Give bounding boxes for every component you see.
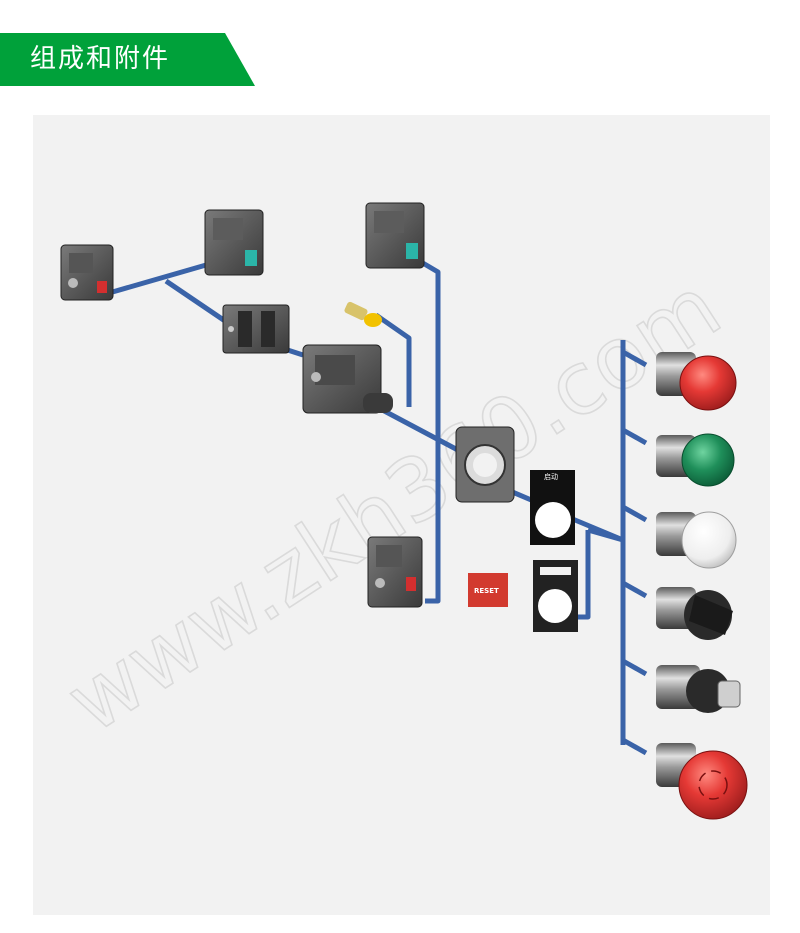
reset-legend-label: RESET	[468, 573, 508, 607]
reset-label-text: RESET	[474, 587, 499, 595]
pushbutton-red	[656, 352, 737, 411]
contact-block-no-top	[204, 209, 264, 276]
accessory-diagram-panel: www.zkh360.com	[33, 115, 770, 915]
legend-plate-frame	[533, 560, 578, 632]
section-header-tab: 组成和附件	[0, 33, 255, 86]
contact-block-nc-left	[60, 244, 114, 301]
contact-block-no-center	[365, 202, 425, 269]
led-bulb	[344, 301, 382, 327]
selector-switch	[656, 587, 733, 640]
plate-start-label: 启动	[544, 472, 558, 481]
light-block	[302, 344, 393, 414]
key-switch	[656, 665, 741, 713]
section-title: 组成和附件	[30, 44, 171, 74]
legend-plate-start: 启动	[530, 470, 575, 545]
pushbutton-white-illuminated	[656, 511, 737, 569]
connection-lines	[108, 256, 648, 756]
mounting-collar	[455, 426, 515, 503]
accessory-diagram: www.zkh360.com	[49, 202, 748, 820]
watermark-text: www.zkh360.com	[50, 258, 738, 753]
pushbutton-green	[656, 433, 735, 487]
contact-block-nc-lower	[367, 536, 423, 608]
emergency-stop-mushroom	[656, 743, 748, 820]
header-tab-shape	[0, 33, 255, 86]
mounting-adapter	[222, 304, 290, 354]
